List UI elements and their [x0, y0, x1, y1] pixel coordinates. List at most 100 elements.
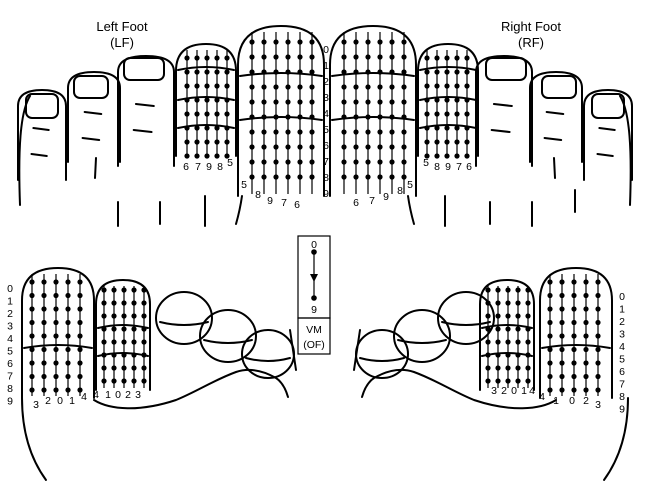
toenail — [591, 93, 625, 119]
grid-dot — [424, 69, 430, 75]
right-index-number: 4 — [619, 341, 625, 353]
grid-dot — [77, 373, 83, 380]
rf-hallux-sequence: 6 — [353, 197, 359, 209]
left-index-number: 2 — [7, 308, 13, 320]
grid-dot — [547, 387, 553, 393]
grid-dot — [485, 313, 491, 319]
grid-dot — [583, 333, 589, 339]
grid-dot — [29, 279, 35, 285]
grid-dot — [424, 139, 430, 145]
grid-dot — [495, 313, 501, 319]
grid-dot — [547, 346, 553, 353]
grid-dot — [309, 174, 315, 180]
toe-tip-outline — [417, 43, 479, 157]
grid-dot — [444, 69, 450, 75]
grid-dot — [65, 387, 71, 393]
grid-dot — [249, 129, 255, 135]
grid-dot — [121, 313, 127, 319]
foot-outline — [289, 329, 297, 371]
toe-pad — [155, 291, 213, 345]
left-index-number: 7 — [7, 371, 13, 383]
grid-dot — [273, 144, 279, 150]
grid-dot — [365, 54, 371, 60]
br-second-sequence: 3 — [491, 385, 497, 397]
lf-second-sequence: 5 — [227, 157, 233, 169]
right-index-number: 3 — [619, 329, 625, 341]
grid-dot — [285, 54, 291, 60]
grid-dot — [53, 292, 59, 299]
toe-pad — [437, 291, 495, 345]
grid-dot — [464, 69, 470, 75]
grid-dot — [131, 300, 137, 306]
grid-dot — [377, 174, 383, 180]
grid-dot — [204, 55, 210, 61]
left-index-number: 3 — [7, 321, 13, 333]
grid-dot — [401, 174, 407, 180]
toe-crease — [397, 339, 447, 344]
grid-dot — [365, 159, 371, 165]
bl-second-sequence: 0 — [115, 389, 121, 401]
grid-dot — [341, 129, 347, 135]
toe-crease — [441, 321, 491, 326]
grid-dot — [261, 159, 267, 165]
grid-dot — [121, 300, 127, 306]
grid-dot — [377, 129, 383, 135]
grid-dot — [194, 55, 200, 61]
grid-dot — [444, 125, 450, 131]
grid-dot — [297, 159, 303, 165]
grid-dot — [53, 333, 59, 339]
bl-hallux-sequence: 4 — [81, 391, 87, 403]
toe-crease — [543, 137, 563, 141]
grid-dot — [389, 144, 395, 150]
rf-second-sequence: 9 — [445, 161, 451, 173]
plantar-small-toe — [393, 309, 451, 363]
left-index-number: 8 — [7, 383, 13, 395]
grid-dot — [341, 84, 347, 90]
nail-band — [97, 324, 149, 329]
grid-dot — [454, 125, 460, 131]
grid-dot — [495, 339, 501, 345]
grid-dot — [464, 111, 470, 117]
grid-dot — [559, 333, 565, 339]
grid-dot — [285, 84, 291, 90]
grid-dot — [101, 365, 107, 371]
grid-dot — [365, 99, 371, 105]
nail-band — [331, 116, 415, 121]
center-index-number: 8 — [323, 172, 329, 184]
grid-dot — [353, 39, 359, 45]
grid-dot — [111, 365, 117, 371]
grid-dot — [131, 326, 137, 332]
grid-dot — [214, 97, 220, 103]
grid-dot — [194, 83, 200, 89]
lf-second-sequence: 6 — [183, 161, 189, 173]
toe-outline — [475, 55, 533, 167]
grid-dot — [454, 83, 460, 89]
grid-dot — [365, 144, 371, 150]
grid-dot — [525, 313, 531, 319]
grid-dot — [194, 69, 200, 75]
grid-dot — [341, 39, 347, 45]
grid-dot — [121, 339, 127, 345]
rf-hallux-grid — [329, 25, 417, 197]
grid-dot — [571, 333, 577, 339]
grid-dot — [595, 360, 601, 366]
grid-dot — [285, 144, 291, 150]
grid-dot — [261, 84, 267, 90]
rf-hallux-sequence: 7 — [369, 195, 375, 207]
grid-dot — [131, 313, 137, 319]
grid-dot — [571, 292, 577, 299]
grid-dot — [525, 339, 531, 345]
grid-dot — [65, 319, 71, 326]
grid-dot — [583, 319, 589, 326]
grid-dot — [41, 279, 47, 285]
grid-dot — [353, 84, 359, 90]
br-hallux-grid — [539, 267, 613, 399]
grid-dot — [65, 333, 71, 339]
bl-second-sequence: 3 — [135, 389, 141, 401]
grid-dot — [495, 287, 501, 293]
grid-dot — [65, 360, 71, 366]
grid-dot — [434, 153, 440, 159]
toenail — [25, 93, 59, 119]
grid-dot — [583, 387, 589, 393]
